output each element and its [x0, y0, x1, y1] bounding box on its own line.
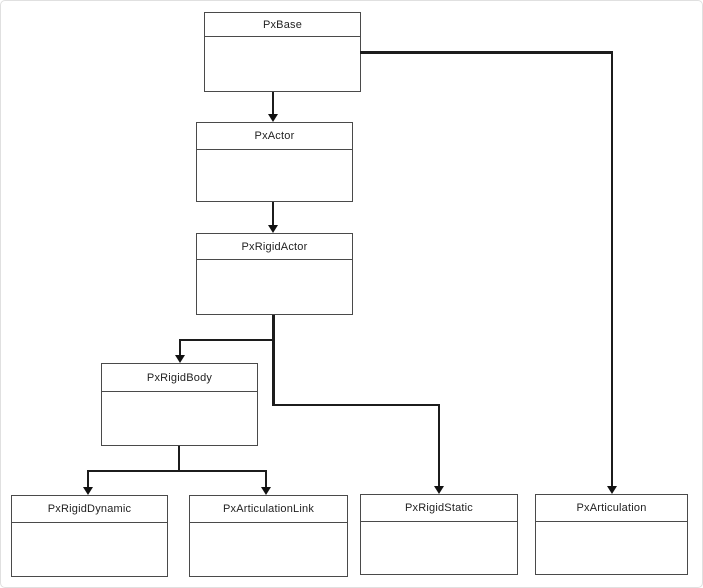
class-box-title: PxArticulationLink — [190, 496, 347, 523]
edge-pxrigidbody-pxarticulationlink-vline — [265, 470, 267, 488]
edge-pxbase-pxactor-line — [272, 92, 274, 116]
class-box-pxrigidactor: PxRigidActor — [196, 233, 353, 315]
arrowhead-down-icon — [268, 225, 278, 233]
arrowhead-down-icon — [261, 487, 271, 495]
edge-pxbase-pxarticulation-vline — [611, 51, 613, 488]
edge-pxbase-pxarticulation-hline — [360, 51, 612, 54]
edge-pxactor-pxrigidactor-line — [272, 202, 274, 227]
class-box-pxrigidstatic: PxRigidStatic — [360, 494, 518, 575]
arrowhead-down-icon — [83, 487, 93, 495]
class-box-pxactor: PxActor — [196, 122, 353, 202]
arrowhead-down-icon — [434, 486, 444, 494]
class-box-pxrigiddynamic: PxRigidDynamic — [11, 495, 168, 577]
arrowhead-down-icon — [175, 355, 185, 363]
class-box-title: PxRigidBody — [102, 364, 257, 392]
arrowhead-down-icon — [607, 486, 617, 494]
class-box-pxarticulationlink: PxArticulationLink — [189, 495, 348, 577]
edge-pxrigidbody-stem-line — [178, 446, 180, 472]
class-box-pxbase: PxBase — [204, 12, 361, 92]
class-box-title: PxRigidActor — [197, 234, 352, 260]
edge-pxrigidbody-pxrigiddynamic-vline — [87, 470, 89, 488]
class-box-title: PxArticulation — [536, 495, 687, 522]
edge-pxrigidactor-pxrigidstatic-vline — [438, 404, 440, 487]
class-box-title: PxRigidStatic — [361, 495, 517, 522]
class-box-title: PxRigidDynamic — [12, 496, 167, 523]
class-box-pxarticulation: PxArticulation — [535, 494, 688, 575]
edge-pxrigidactor-pxrigidstatic-hline — [273, 404, 440, 406]
class-box-title: PxActor — [197, 123, 352, 150]
class-box-pxrigidbody: PxRigidBody — [101, 363, 258, 446]
class-box-title: PxBase — [205, 13, 360, 37]
edge-pxrigidactor-pxrigidbody-vline — [179, 339, 181, 356]
edge-pxrigidbody-split-hline — [87, 470, 267, 472]
edge-pxrigidactor-pxrigidbody-hline — [179, 339, 274, 341]
arrowhead-down-icon — [268, 114, 278, 122]
edge-pxrigidactor-trunk-line — [272, 315, 275, 406]
